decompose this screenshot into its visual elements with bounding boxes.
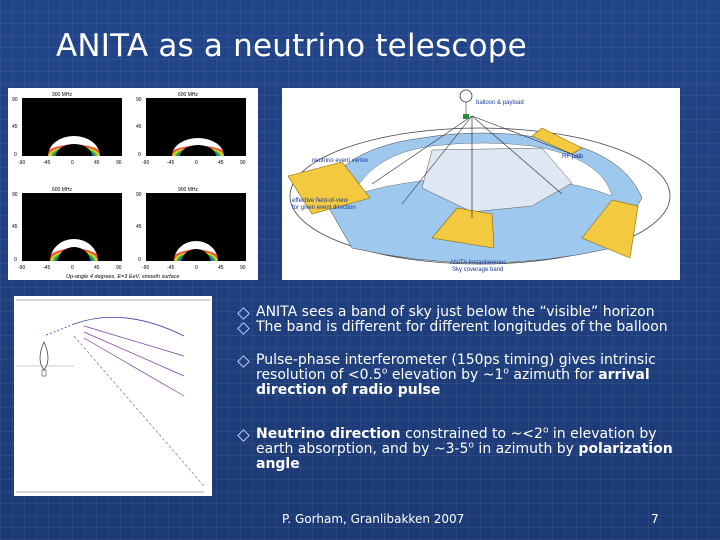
bullet-text: Pulse-phase interferometer (150ps timing… (256, 352, 656, 383)
degree-sup: o (381, 366, 388, 377)
degree-sup: o (468, 440, 474, 451)
bullet-item: ANITA sees a band of sky just below the … (236, 305, 696, 320)
xtick: 0 (71, 160, 74, 166)
band-label-line1: ANITA Instantaneous (450, 260, 506, 266)
xtick: 90 (240, 265, 246, 271)
pattern-plot-2: 600 MHz 90 45 0 -90 -45 0 45 90 (136, 92, 246, 166)
ytick: 90 (136, 192, 142, 198)
ytick: 45 (12, 224, 18, 230)
ray-diagram-panel (14, 296, 212, 496)
bullet-item: The band is different for different long… (236, 320, 696, 335)
bullet-list: ANITA sees a band of sky just below the … (236, 305, 696, 472)
degree-sup: o (503, 366, 509, 377)
diamond-bullet-icon (237, 355, 250, 368)
ytick: 45 (136, 124, 142, 130)
xtick: 90 (240, 160, 246, 166)
xtick: 45 (218, 160, 224, 166)
diamond-bullet-icon (237, 429, 250, 442)
xtick: -45 (43, 265, 50, 271)
fov-label-line2: for given event direction (292, 205, 356, 211)
ytick: 0 (138, 257, 141, 263)
bullet-item: Neutrino direction constrained to ~<2o i… (236, 425, 696, 472)
rf-path-label: RF path (562, 154, 583, 160)
xtick: 45 (94, 265, 100, 271)
xtick: 45 (94, 160, 100, 166)
geometry-diagram: balloon & payload neutrino event vertex … (287, 89, 671, 273)
xtick: -90 (142, 265, 149, 271)
ytick: 90 (136, 97, 142, 103)
xtick: -45 (43, 160, 50, 166)
xtick: 90 (116, 160, 122, 166)
pattern-plot-3: 600 MHz 90 45 0 -90 -45 0 45 90 (12, 187, 122, 271)
pattern-plot-4: 900 MHz 90 45 0 -90 -45 0 45 90 (136, 187, 246, 271)
band-label-line2: Sky coverage band (452, 267, 503, 273)
xtick: 45 (218, 265, 224, 271)
ytick: 90 (12, 97, 18, 103)
bullet-text: The band is different for different long… (256, 319, 668, 335)
plot-freq-label: 900 MHz (178, 187, 199, 193)
xtick: 0 (195, 265, 198, 271)
bullet-text: ANITA sees a band of sky just below the … (256, 304, 655, 320)
xtick: 0 (71, 265, 74, 271)
geometry-diagram-panel: balloon & payload neutrino event vertex … (282, 88, 680, 280)
bullet-text: in elevation by earth absorption, and by… (256, 426, 657, 457)
xtick: -45 (167, 160, 174, 166)
bullet-text: azimuth for (508, 367, 599, 383)
xtick: -90 (18, 265, 25, 271)
plot-freq-label: 600 MHz (178, 92, 199, 98)
bullet-item: Pulse-phase interferometer (150ps timing… (236, 353, 696, 398)
vertex-label: neutrino event vertex (312, 158, 368, 164)
ytick: 0 (14, 257, 17, 263)
fov-label-line1: effective field-of-view (292, 198, 349, 204)
frequency-pattern-panel: 300 MHz 90 45 0 -90 -45 0 45 90 600 MHz … (8, 88, 258, 280)
plot-freq-label: 300 MHz (52, 92, 73, 98)
ytick: 0 (138, 152, 141, 158)
bullet-bold-text: polarization angle (256, 441, 673, 472)
bullet-text: in azimuth by (473, 441, 579, 457)
ytick: 45 (12, 124, 18, 130)
ray-diagram (16, 299, 210, 493)
xtick: -45 (167, 265, 174, 271)
frequency-pattern-figure: 300 MHz 90 45 0 -90 -45 0 45 90 600 MHz … (12, 92, 246, 280)
page-number: 7 (651, 512, 659, 526)
bullet-bold-text: Neutrino direction (256, 426, 401, 442)
xtick: 0 (195, 160, 198, 166)
bullet-text: elevation by ~1 (387, 367, 504, 383)
diamond-bullet-icon (237, 307, 250, 320)
pattern-plot-1: 300 MHz 90 45 0 -90 -45 0 45 90 (12, 92, 122, 166)
bullet-text: constrained to ~<2 (400, 426, 543, 442)
bullet-bold-text: arrival direction of radio pulse (256, 367, 650, 398)
footer-text: P. Gorham, Granlibakken 2007 (282, 512, 465, 526)
xtick: 90 (116, 265, 122, 271)
balloon-label: balloon & payload (476, 100, 524, 106)
diamond-bullet-icon (237, 322, 250, 335)
xtick: -90 (18, 160, 25, 166)
ytick: 0 (14, 152, 17, 158)
xtick: -90 (142, 160, 149, 166)
degree-sup: o (542, 425, 549, 436)
slide-title: ANITA as a neutrino telescope (56, 28, 527, 64)
frequency-panel-caption: Up-angle 4 degrees, E=3 EeV, smooth surf… (66, 274, 179, 280)
ytick: 90 (12, 192, 18, 198)
ytick: 45 (136, 224, 142, 230)
plot-freq-label: 600 MHz (52, 187, 73, 193)
